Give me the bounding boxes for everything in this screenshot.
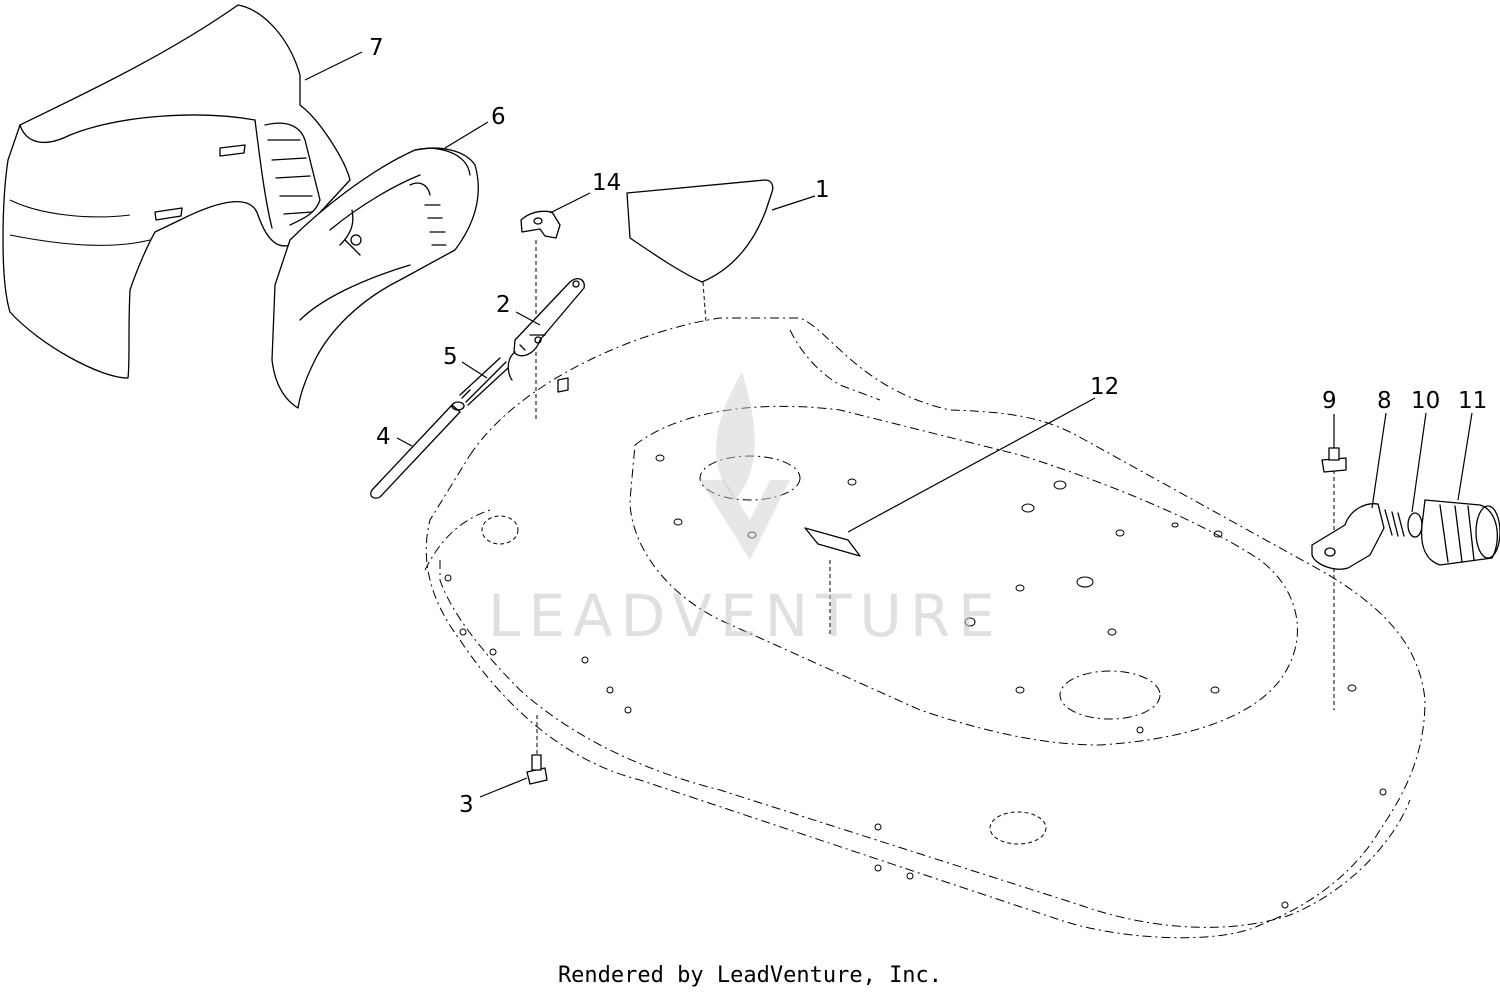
part-5-spring — [459, 351, 516, 406]
callout-2: 2 — [496, 292, 511, 318]
part-10-o-ring — [1407, 512, 1423, 538]
part-8-elbow-fitting — [1311, 503, 1405, 570]
part-4-rod — [370, 401, 465, 499]
callout-8: 8 — [1377, 388, 1392, 414]
part-9-bolt — [1321, 447, 1347, 473]
part-3-bolt — [526, 754, 548, 785]
part-11-cap — [1420, 499, 1500, 566]
callout-5: 5 — [443, 344, 458, 370]
callout-3: 3 — [459, 792, 474, 818]
watermark: LEADVENTURE — [488, 372, 1003, 650]
callout-12: 12 — [1090, 374, 1119, 400]
callout-10: 10 — [1411, 388, 1440, 414]
callout-9: 9 — [1322, 388, 1337, 414]
callout-14: 14 — [592, 170, 621, 196]
callout-4: 4 — [376, 424, 391, 450]
callout-1: 1 — [815, 177, 830, 203]
part-12-decal-strip — [804, 527, 861, 557]
leader-lines — [304, 51, 1473, 798]
part-6-chute-deflector — [271, 147, 479, 409]
part-14-bracket — [520, 210, 561, 239]
callout-6: 6 — [491, 104, 506, 130]
assembly-axes — [535, 240, 1335, 755]
part-1-decal — [626, 179, 774, 283]
footer-credit: Rendered by LeadVenture, Inc. — [557, 963, 943, 988]
callout-7: 7 — [369, 35, 384, 61]
watermark-text: LEADVENTURE — [488, 582, 1003, 650]
callouts: 7 6 14 1 2 5 4 12 9 8 10 11 3 — [369, 35, 1487, 818]
callout-11: 11 — [1458, 388, 1487, 414]
part-2-lever — [513, 278, 585, 393]
part-7-discharge-chute — [2, 4, 351, 379]
spring-coils — [459, 357, 509, 406]
